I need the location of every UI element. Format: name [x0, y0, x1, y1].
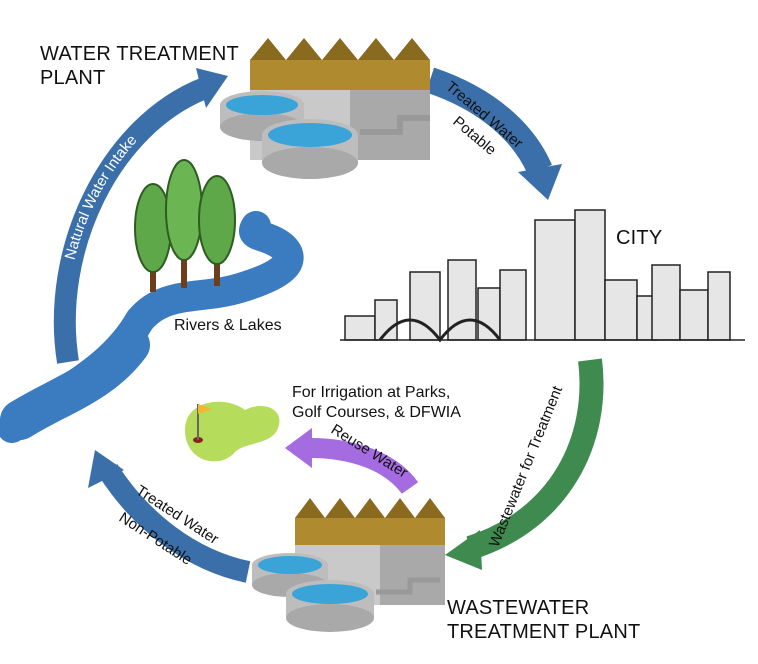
treated-nonpotable-arrow: Treated Water Non-Potable: [88, 450, 251, 583]
golf-green: [185, 401, 280, 462]
water-treatment-title-line1: WATER TREATMENT: [40, 43, 239, 65]
wastewater-title-line1: WASTEWATER: [447, 597, 590, 619]
treated-potable-arrow: Treated Water Potable: [425, 67, 562, 200]
irrigation-caption-line1: For Irrigation at Parks,: [292, 384, 451, 401]
reuse-water-arrow: Reuse Water: [285, 421, 419, 495]
trees: [134, 159, 236, 292]
irrigation-caption-line2: Golf Courses, & DFWIA: [292, 404, 461, 421]
natural-intake-label: Natural Water Intake: [62, 132, 141, 262]
city-skyline: [340, 209, 745, 343]
water-treatment-plant-title: WATER TREATMENT PLANT: [40, 42, 239, 90]
wastewater-arrow: Wastewater for Treatment: [445, 358, 604, 570]
water-treatment-plant-illustration: [220, 38, 430, 179]
river: [0, 211, 304, 443]
wastewater-title-line2: TREATMENT PLANT: [447, 621, 641, 643]
city-title: CITY: [616, 227, 663, 249]
irrigation-caption: For Irrigation at Parks, Golf Courses, &…: [292, 383, 461, 423]
rivers-lakes-caption: Rivers & Lakes: [174, 317, 282, 334]
wastewater-treatment-plant-illustration: [252, 498, 445, 632]
water-treatment-title-line2: PLANT: [40, 67, 106, 89]
wastewater-plant-title: WASTEWATER TREATMENT PLANT: [447, 596, 640, 644]
